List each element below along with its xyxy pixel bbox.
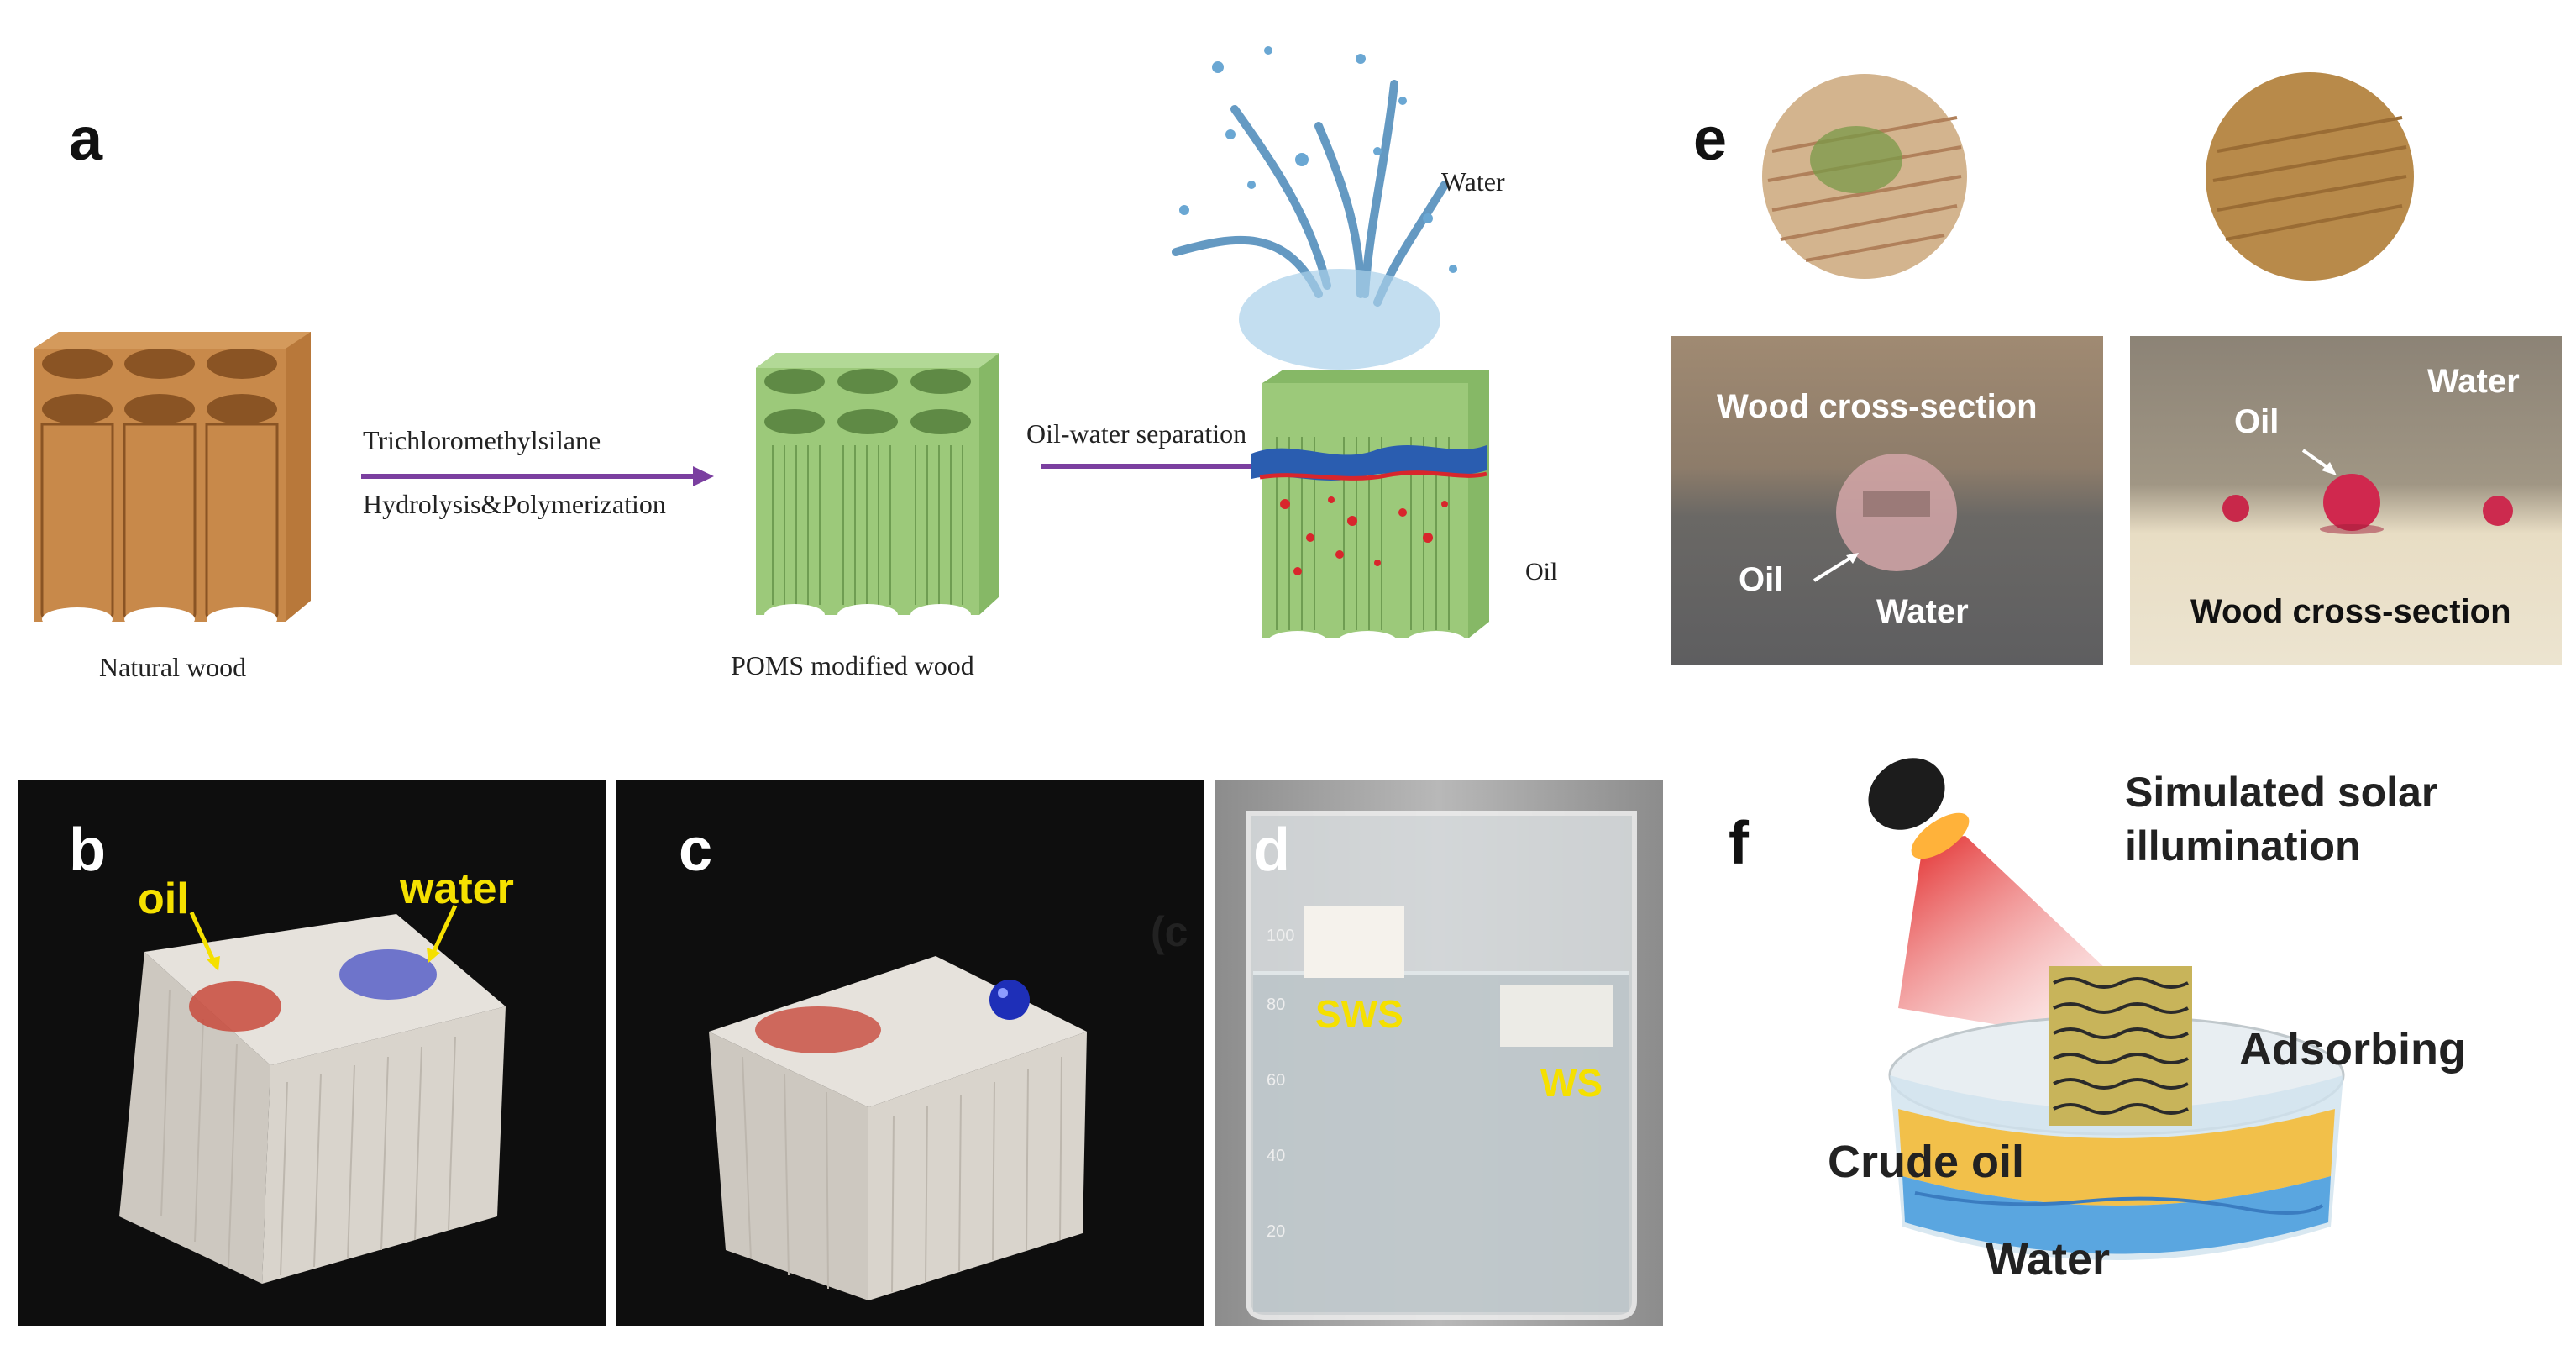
f-adsorbing: Adsorbing bbox=[2239, 1024, 2466, 1074]
f-illum-line1: Simulated solar bbox=[2125, 769, 2438, 816]
panel-letter-b: b bbox=[69, 817, 106, 884]
separation-block bbox=[1172, 46, 1489, 653]
f-crude-oil: Crude oil bbox=[1828, 1137, 2025, 1187]
beaker-marks: 100 80 60 40 20 bbox=[1267, 927, 1300, 1279]
panel-letter-a: a bbox=[69, 106, 103, 173]
b-water-label: water bbox=[400, 864, 514, 913]
photo-d: 100 80 60 40 20 bbox=[1215, 780, 1663, 1326]
oil-dish-with-sponge bbox=[1888, 966, 2345, 1260]
water-label: Water bbox=[1441, 166, 1505, 197]
natural-wood-label: Natural wood bbox=[99, 652, 247, 682]
b-oil-label: oil bbox=[138, 875, 189, 923]
oil-droplet-left bbox=[1836, 454, 1957, 571]
photo-e-right bbox=[2130, 336, 2562, 665]
panel-letter-f: f bbox=[1729, 810, 1749, 877]
poms-wood-label: POMS modified wood bbox=[731, 650, 974, 680]
e-left-title: Wood cross-section bbox=[1717, 388, 2038, 425]
f-illum-line2: illumination bbox=[2125, 822, 2361, 870]
e-right-water: Water bbox=[2427, 363, 2520, 400]
oil-droplets-right bbox=[2222, 449, 2513, 534]
beaker-d bbox=[1246, 811, 1637, 1320]
poms-wood-block bbox=[756, 353, 999, 626]
f-water: Water bbox=[1986, 1234, 2111, 1285]
step2-label: Oil-water separation bbox=[1026, 418, 1247, 449]
e-right-oil: Oil bbox=[2234, 403, 2280, 440]
d-ws-label: WS bbox=[1540, 1061, 1603, 1105]
oil-label: Oil bbox=[1525, 558, 1558, 586]
sponge-block-b bbox=[119, 904, 506, 1284]
wood-disc-right bbox=[2206, 72, 2414, 281]
panel-letter-d: d bbox=[1253, 817, 1290, 884]
beaker-mark: 40 bbox=[1267, 1147, 1286, 1165]
photo-e-left bbox=[1671, 336, 2103, 665]
wood-disc-left bbox=[1762, 74, 1967, 279]
e-right-title: Wood cross-section bbox=[2190, 593, 2511, 630]
natural-wood-block bbox=[34, 332, 311, 631]
beaker-mark: 20 bbox=[1267, 1222, 1286, 1241]
e-left-water: Water bbox=[1876, 593, 1969, 630]
d-sws-label: SWS bbox=[1315, 992, 1403, 1036]
step1-top-label: Trichloromethylsilane bbox=[363, 425, 601, 455]
e-left-oil: Oil bbox=[1739, 561, 1784, 598]
beaker-mark: 60 bbox=[1267, 1071, 1286, 1090]
beaker-mark: 80 bbox=[1267, 996, 1286, 1014]
photo-b bbox=[18, 780, 606, 1326]
beaker-mark: 100 bbox=[1267, 927, 1295, 945]
arrow-left-oil bbox=[1813, 553, 1859, 582]
photo-c bbox=[616, 780, 1204, 1326]
step1-bottom-label: Hydrolysis&Polymerization bbox=[363, 489, 666, 519]
c-stray-label: (c bbox=[1151, 908, 1188, 955]
panel-letter-e: e bbox=[1693, 106, 1728, 173]
step1-arrow bbox=[361, 466, 714, 486]
sponge-block-c bbox=[709, 956, 1087, 1300]
panel-letter-c: c bbox=[679, 817, 713, 884]
